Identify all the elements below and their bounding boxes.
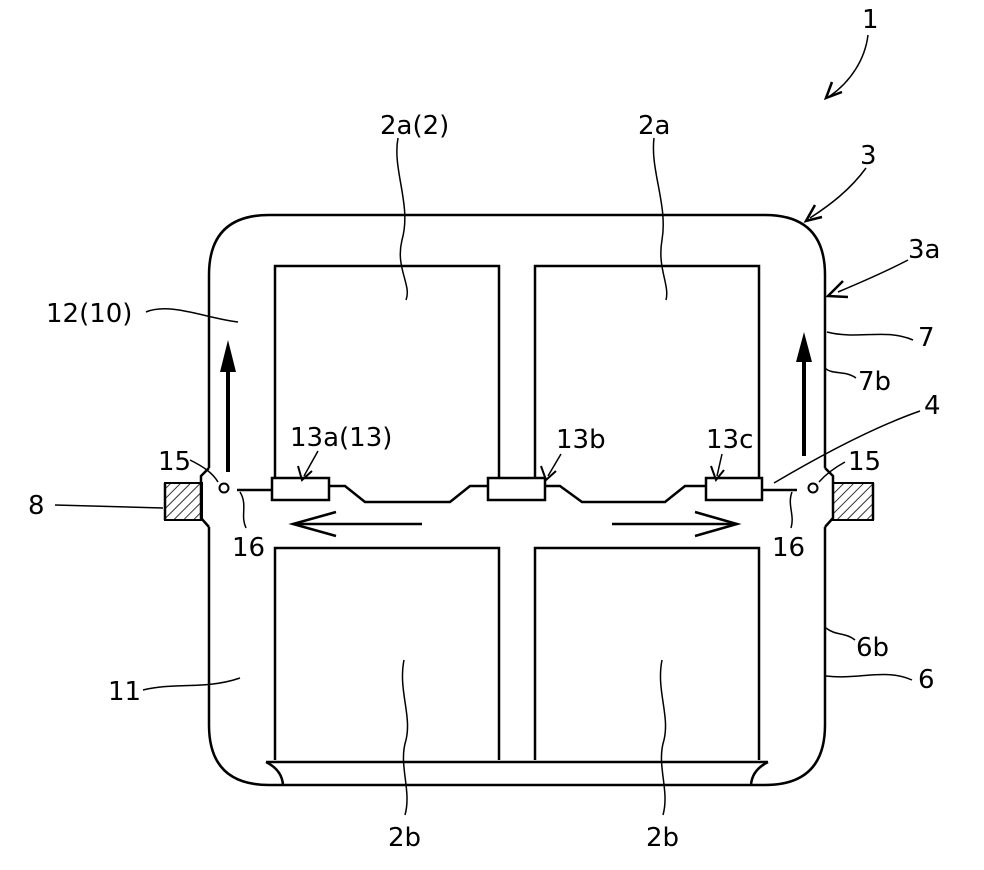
- label-13c: 13c: [706, 425, 753, 455]
- label-3a: 3a: [908, 235, 940, 265]
- label-15-right: 15: [848, 447, 881, 477]
- label-4: 4: [924, 391, 941, 421]
- label-15-left: 15: [158, 447, 191, 477]
- bus-bar-13a: [272, 478, 329, 500]
- label-16-right: 16: [772, 533, 805, 563]
- label-2a-2: 2a(2): [380, 111, 449, 141]
- seal-block-left: [165, 483, 202, 520]
- flow-arrow-right: [612, 512, 737, 536]
- label-1: 1: [862, 5, 879, 35]
- bus-bar-13c: [706, 478, 762, 500]
- hole-left: [220, 484, 229, 493]
- flow-arrow-left: [293, 512, 422, 536]
- label-6b: 6b: [856, 633, 889, 663]
- label-8: 8: [28, 491, 45, 521]
- label-2a: 2a: [638, 111, 670, 141]
- label-7: 7: [918, 323, 935, 353]
- label-6: 6: [918, 665, 935, 695]
- hole-right: [809, 484, 818, 493]
- label-16-left: 16: [232, 533, 265, 563]
- bus-bar-13b: [488, 478, 545, 500]
- bottom-tray: [266, 762, 768, 785]
- label-3: 3: [860, 141, 877, 171]
- seal-block-right: [833, 483, 873, 520]
- lower-cell-right: [535, 548, 759, 760]
- label-12-10: 12(10): [46, 299, 132, 329]
- label-2b-left: 2b: [388, 823, 421, 853]
- label-11: 11: [108, 677, 141, 707]
- label-2b-right: 2b: [646, 823, 679, 853]
- label-13b: 13b: [556, 425, 606, 455]
- label-7b: 7b: [858, 367, 891, 397]
- label-13a-13: 13a(13): [290, 423, 392, 453]
- flow-arrow-up-left: [220, 340, 236, 472]
- lower-cell-left: [275, 548, 499, 760]
- leader-lines: [55, 35, 920, 815]
- flow-arrow-up-right: [796, 332, 812, 456]
